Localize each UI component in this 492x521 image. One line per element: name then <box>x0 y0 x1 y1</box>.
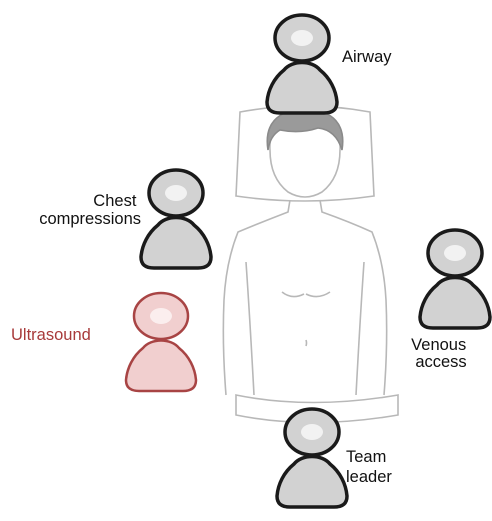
venous-access-person-icon <box>420 230 490 328</box>
ultrasound-label: Ultrasound <box>11 326 91 344</box>
team-leader-label: Team leader <box>346 448 392 486</box>
patient-figure <box>223 106 398 423</box>
venous-access-label: Venous access <box>411 336 471 371</box>
ultrasound-person-icon <box>126 293 196 391</box>
team-leader-person-icon <box>277 409 347 507</box>
chest-compressions-person-icon <box>141 170 211 268</box>
chest-compressions-label: Chest compressions <box>39 192 141 228</box>
patient-torso <box>223 200 386 395</box>
airway-label: Airway <box>342 48 392 66</box>
airway-person-icon <box>267 15 337 113</box>
